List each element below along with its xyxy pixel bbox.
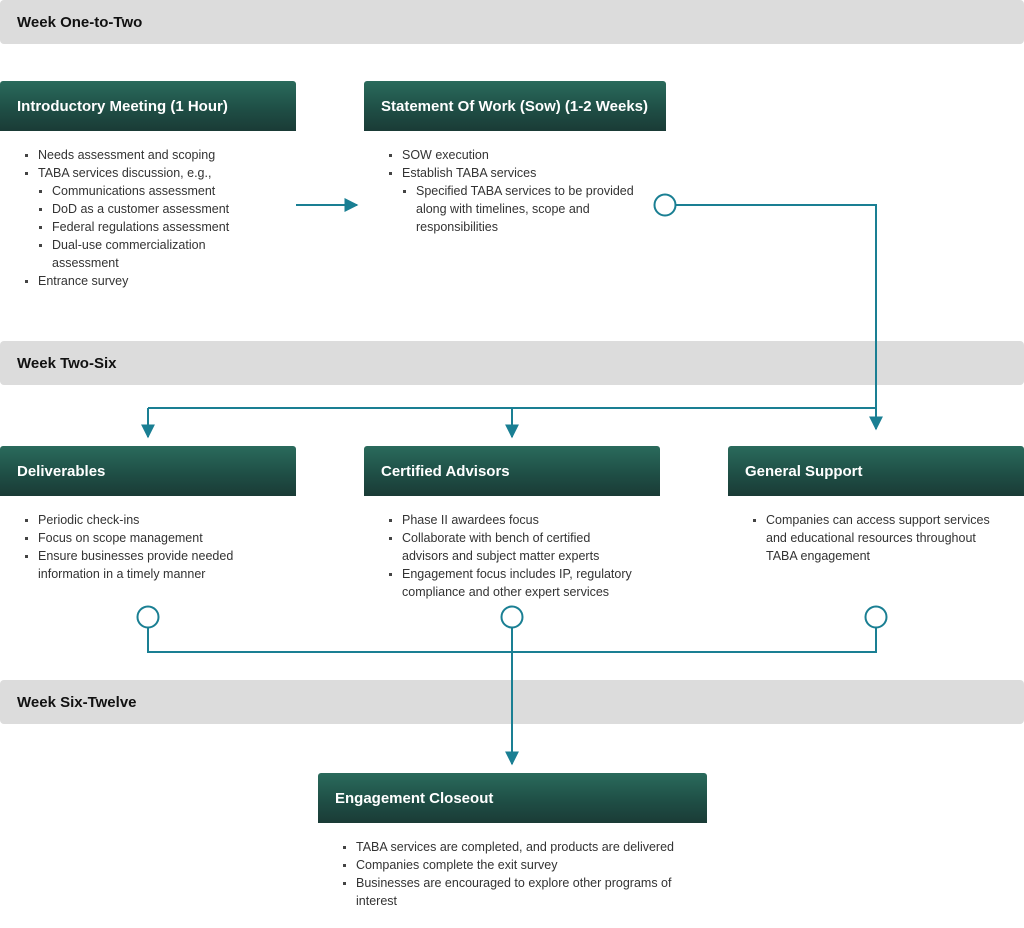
- connector-sow-to-support: [676, 204, 883, 431]
- list-item: Ensure businesses provide needed informa…: [24, 547, 246, 583]
- list-item: TABA services discussion, e.g.,: [24, 164, 274, 182]
- week-band-six-twelve: Week Six-Twelve: [0, 680, 1024, 724]
- connector-gather-line: [147, 628, 877, 653]
- list-item: Communications assessment: [38, 182, 274, 200]
- list-item: Federal regulations assessment: [38, 218, 274, 236]
- list-item: Companies can access support services an…: [752, 511, 1000, 565]
- list-item: Periodic check-ins: [24, 511, 246, 529]
- engagement-closeout-header: Engagement Closeout: [318, 773, 707, 823]
- deliverables-header: Deliverables: [0, 446, 296, 496]
- sow-list: SOW execution Establish TABA services Sp…: [388, 146, 644, 236]
- connector-node-deliverables: [136, 605, 160, 629]
- list-item: DoD as a customer assessment: [38, 200, 274, 218]
- general-support-list: Companies can access support services an…: [752, 511, 1000, 565]
- list-item: SOW execution: [388, 146, 644, 164]
- list-item: Specified TABA services to be provided a…: [402, 182, 642, 236]
- general-support-header: General Support: [728, 446, 1024, 496]
- deliverables-list: Periodic check-ins Focus on scope manage…: [24, 511, 246, 583]
- list-item: Companies complete the exit survey: [342, 856, 687, 874]
- list-item: Focus on scope management: [24, 529, 246, 547]
- list-item: Dual-use commercialization assessment: [38, 236, 222, 272]
- list-item: TABA services are completed, and product…: [342, 838, 687, 856]
- week-band-label: Week One-to-Two: [17, 13, 143, 31]
- certified-advisors-header: Certified Advisors: [364, 446, 660, 496]
- intro-meeting-title: Introductory Meeting (1 Hour): [17, 97, 228, 115]
- week-band-two-six: Week Two-Six: [0, 341, 1024, 385]
- connector-node-support: [864, 605, 888, 629]
- deliverables-title: Deliverables: [17, 462, 106, 480]
- intro-meeting-list: Needs assessment and scoping TABA servic…: [24, 146, 274, 290]
- certified-advisors-list: Phase II awardees focus Collaborate with…: [388, 511, 638, 601]
- list-item: Establish TABA services: [388, 164, 644, 182]
- connector-node-advisors: [500, 605, 524, 629]
- list-item: Phase II awardees focus: [388, 511, 638, 529]
- week-band-label: Week Two-Six: [17, 354, 117, 372]
- list-item: Collaborate with bench of certified advi…: [388, 529, 638, 565]
- week-band-label: Week Six-Twelve: [17, 693, 137, 711]
- engagement-closeout-list: TABA services are completed, and product…: [342, 838, 687, 910]
- list-item: Needs assessment and scoping: [24, 146, 274, 164]
- sow-title: Statement Of Work (Sow) (1-2 Weeks): [381, 97, 648, 115]
- list-item: Engagement focus includes IP, regulatory…: [388, 565, 638, 601]
- general-support-title: General Support: [745, 462, 863, 480]
- intro-meeting-header: Introductory Meeting (1 Hour): [0, 81, 296, 131]
- list-item: Businesses are encouraged to explore oth…: [342, 874, 687, 910]
- sow-header: Statement Of Work (Sow) (1-2 Weeks): [364, 81, 666, 131]
- certified-advisors-title: Certified Advisors: [381, 462, 510, 480]
- list-item: Entrance survey: [24, 272, 274, 290]
- connector-node-sow: [653, 193, 677, 217]
- week-band-one-to-two: Week One-to-Two: [0, 0, 1024, 44]
- engagement-closeout-title: Engagement Closeout: [335, 789, 494, 807]
